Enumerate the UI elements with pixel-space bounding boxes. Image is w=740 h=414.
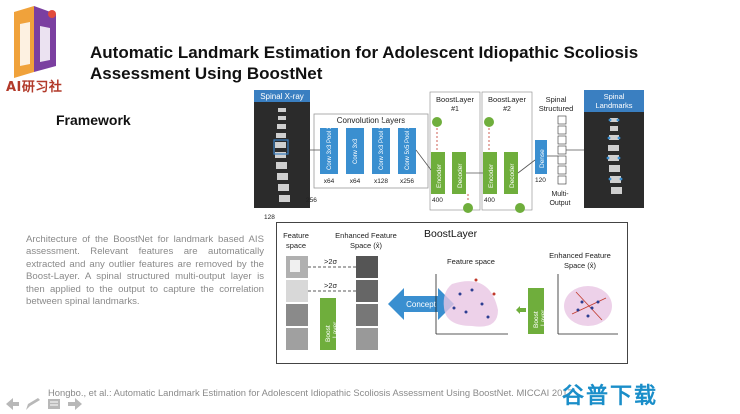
threshold-label-2: >2σ [324,281,338,290]
dim-256-label: 256 [306,197,317,204]
size-400-a: 400 [432,197,443,204]
spinal-landmarks-line2: Landmarks [595,101,632,110]
dim-128-label: 128 [264,214,275,221]
size-120: 120 [535,177,546,184]
enhanced-plot-line1: Enhanced Feature [549,251,611,260]
conv-layers-label: Convolution Layers [337,116,405,125]
conv-block-1-label: Conv 3x3 Pool 3x3 [327,119,333,170]
forward-arrow-icon[interactable] [68,398,82,410]
feature-space-line2: space [286,241,306,250]
conv-block-2-label: Conv 3x3 [353,138,359,164]
slide-title: Automatic Landmark Estimation for Adoles… [90,43,639,83]
boostlayer-2-title: BoostLayer [488,95,526,104]
conv-block-4-label: Conv 5x5 Pool 3x3 [405,119,411,170]
boostlayer-1-number: #1 [451,106,459,113]
menu-icon[interactable] [48,399,60,409]
framework-description: Architecture of the BoostNet for landmar… [26,234,264,308]
back-arrow-icon[interactable] [6,398,19,410]
conv-size-1: x64 [324,178,335,185]
encoder-2-label: Encoder [488,163,495,188]
ai-yanxishe-logo [14,6,56,78]
logo-text: AI研习社 [6,80,63,95]
feature-space-plot-title: Feature space [447,257,495,266]
boost-layer-label-2: Boost [533,311,540,328]
watermark-logo: 谷普下载 [562,384,659,409]
threshold-label-1: >2σ [324,257,338,266]
spinal-structured-line1: Spinal [546,95,567,104]
conv-size-4: x256 [400,178,414,185]
enhanced-space-line2: Space (x̂) [350,241,383,250]
decoder-1-label: Decoder [457,163,464,188]
boostlayer-1-title: BoostLayer [436,95,474,104]
citation-text: Hongbo., et al.: Automatic Landmark Esti… [48,387,573,398]
concept-label: Concept [406,300,437,309]
spinal-landmarks-line1: Spinal [604,92,625,101]
conv-size-3: x128 [374,178,388,185]
spinal-structured-line2: Structured [539,104,574,113]
conv-size-2: x64 [350,178,361,185]
boostnet-architecture-diagram: Spinal X-ray 256 Convolution Layers Conv… [254,90,644,213]
boost-layer-label-1: Boost [325,325,332,342]
encoder-1-label: Encoder [436,163,443,188]
multi-output-line2: Output [549,200,570,207]
multi-output-line1: Multi- [551,191,569,198]
boostlayer-detail-diagram: BoostLayer Feature space Enhanced Featur… [276,222,628,364]
boost-layer-label-2b: Layer [540,309,547,326]
dense-label: Dense [539,149,546,168]
boostlayer-2-number: #2 [503,106,511,113]
spinal-xray-label: Spinal X-ray [260,92,304,101]
decoder-2-label: Decoder [509,163,516,188]
slide-toolbar [6,398,82,410]
size-400-b: 400 [484,197,495,204]
pen-icon[interactable] [26,398,40,410]
enhanced-plot-line2: Space (x̂) [564,261,597,270]
boostlayer-detail-title: BoostLayer [424,228,478,240]
boost-layer-label-1b: Layer [332,321,339,338]
enhanced-space-line1: Enhanced Feature [335,231,397,240]
section-heading: Framework [56,112,131,128]
conv-block-3-label: Conv 3x3 Pool 3x3 [379,119,385,170]
feature-space-line1: Feature [283,231,309,240]
